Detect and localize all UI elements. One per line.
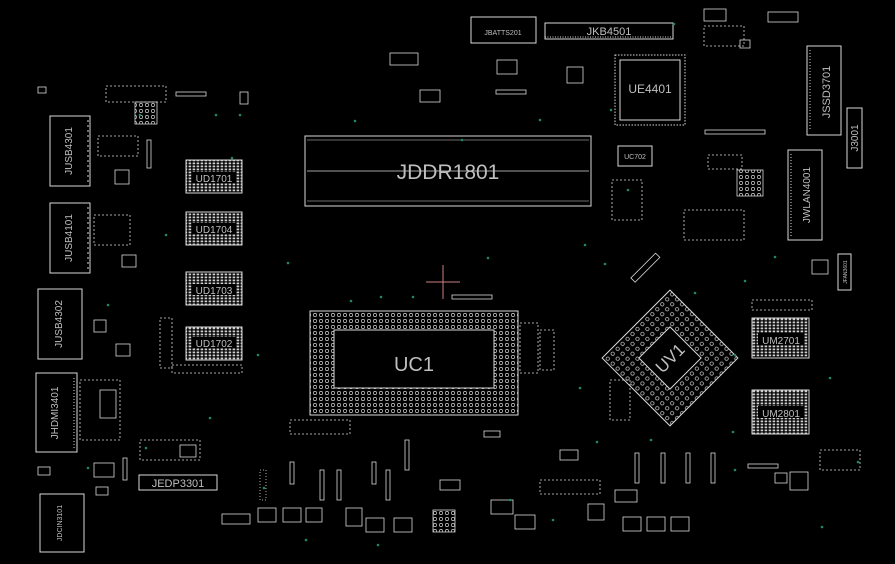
dram-ud1703[interactable]: UD1703: [185, 271, 243, 306]
connector-jusb4302[interactable]: JUSB4302: [37, 288, 83, 360]
jusb4301-label: JUSB4301: [64, 127, 75, 175]
connector-jwlan4001[interactable]: JWLAN4001: [787, 149, 823, 241]
um2801-label: UM2801: [762, 409, 800, 420]
chip-um2701[interactable]: UM2701: [751, 317, 810, 359]
dram-ud1701[interactable]: UD1701: [185, 159, 243, 194]
jusb4101-label: JUSB4101: [64, 214, 75, 262]
chip-ue4401[interactable]: UE4401: [614, 54, 686, 126]
jusb4302-label: JUSB4302: [54, 300, 65, 348]
jwlan4001-label: JWLAN4001: [802, 166, 813, 223]
connector-jusb4301[interactable]: JUSB4301: [49, 115, 91, 187]
cpu-uc1[interactable]: UC1: [309, 310, 519, 416]
jfan3601-label: JFAN3601: [843, 260, 849, 284]
uc1-label: UC1: [394, 354, 434, 376]
ud1704-label: UD1704: [196, 225, 233, 236]
dram-ud1702[interactable]: UD1702: [185, 326, 243, 361]
uc702-label: UC702: [624, 154, 646, 161]
chip-um2801[interactable]: UM2801: [751, 389, 810, 435]
connector-jedp3301[interactable]: JEDP3301: [138, 474, 218, 491]
jdcin3101-label: JDCIN3101: [57, 505, 64, 541]
connector-jfan3601[interactable]: JFAN3601: [837, 253, 852, 291]
jkb4501-label: JKB4501: [587, 26, 632, 38]
chip-uc702[interactable]: UC702: [617, 145, 653, 167]
um2701-label: UM2701: [762, 336, 800, 347]
connector-jusb4101[interactable]: JUSB4101: [49, 202, 91, 274]
connector-j3001[interactable]: J3001: [846, 107, 863, 169]
j3001-label: J3001: [850, 124, 861, 152]
ue4401-label: UE4401: [628, 82, 672, 96]
connector-jhdmi3401[interactable]: JHDMI3401: [35, 372, 78, 453]
connector-jkb4501[interactable]: JKB4501: [544, 22, 674, 40]
jbatts201-label: JBATTS201: [484, 30, 521, 37]
connector-jdcin3101[interactable]: JDCIN3101: [39, 493, 85, 553]
jhdmi3401-label: JHDMI3401: [50, 386, 61, 439]
connector-jssd3701[interactable]: JSSD3701: [806, 45, 842, 136]
ud1703-label: UD1703: [196, 286, 233, 297]
ud1701-label: UD1701: [196, 174, 233, 185]
jddr1801-label: JDDR1801: [397, 161, 500, 184]
jssd3701-label: JSSD3701: [821, 66, 833, 119]
connector-jbatts201[interactable]: JBATTS201: [470, 16, 537, 44]
small-components: [37, 8, 861, 533]
gpu-uv1[interactable]: UV1: [601, 289, 739, 427]
vias: [86, 22, 860, 547]
ddr-slot-jddr1801[interactable]: JDDR1801: [304, 135, 592, 207]
ud1702-label: UD1702: [196, 339, 233, 350]
dram-ud1704[interactable]: UD1704: [185, 211, 243, 246]
jedp3301-label: JEDP3301: [152, 478, 205, 490]
crosshair-marker: [426, 265, 460, 299]
